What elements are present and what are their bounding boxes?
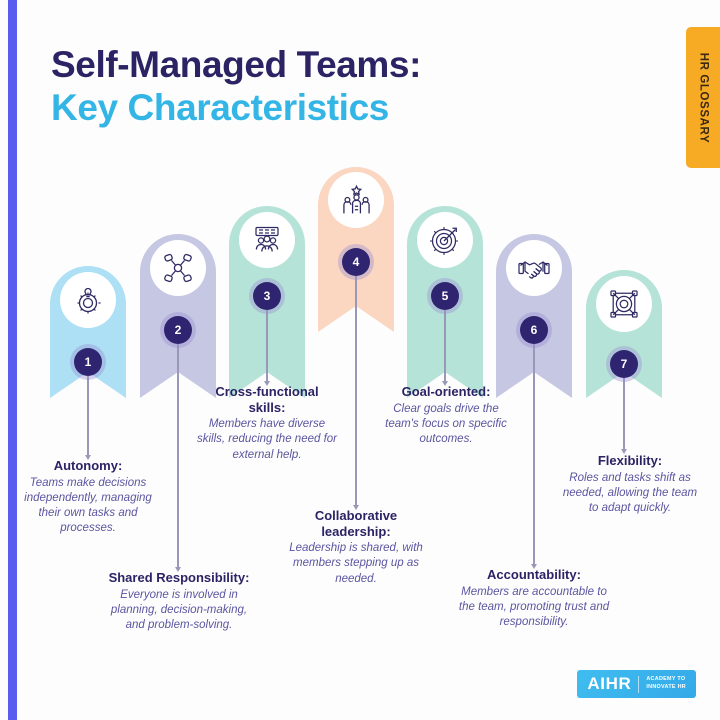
caption-1: Autonomy: Teams make decisions independe… xyxy=(20,458,156,536)
pin-connector-7 xyxy=(623,378,625,451)
pin-number-4[interactable]: 4 xyxy=(342,248,370,276)
handshake-icon xyxy=(506,240,562,296)
pin-connector-2 xyxy=(177,344,179,569)
shared-hands-network-icon xyxy=(150,240,206,296)
aihr-wordmark: AIHR xyxy=(587,674,632,693)
hr-glossary-label: HR GLOSSARY xyxy=(697,52,710,143)
title-line-1: Self-Managed Teams: xyxy=(51,44,422,85)
caption-body-2: Everyone is involved in planning, decisi… xyxy=(110,588,248,631)
pin-number-5[interactable]: 5 xyxy=(431,282,459,310)
logo-divider xyxy=(638,675,640,693)
caption-title-1: Autonomy: xyxy=(53,458,123,473)
pin-number-2[interactable]: 2 xyxy=(164,316,192,344)
caption-title-7: Flexibility: xyxy=(597,453,663,468)
caption-title-5: Goal-oriented: xyxy=(401,384,491,399)
caption-7: Flexibility: Roles and tasks shift as ne… xyxy=(558,453,702,516)
aihr-tagline-line-1: ACADEMY TO xyxy=(646,676,686,683)
caption-3: Cross-functional skills: Members have di… xyxy=(196,384,338,463)
caption-body-5: Clear goals drive the team's focus on sp… xyxy=(385,402,507,445)
left-accent-stripe xyxy=(8,0,17,720)
caption-body-4: Leadership is shared, with members stepp… xyxy=(289,542,423,585)
pin-number-7[interactable]: 7 xyxy=(610,350,638,378)
caption-2: Shared Responsibility: Everyone is invol… xyxy=(104,570,254,633)
aihr-tagline: ACADEMY TO INNOVATE HR xyxy=(646,676,686,692)
pin-number-6[interactable]: 6 xyxy=(520,316,548,344)
caption-title-2: Shared Responsibility: xyxy=(108,570,250,585)
caption-title-6: Accountability: xyxy=(487,567,581,582)
pin-connector-1 xyxy=(87,376,89,457)
target-goal-icon xyxy=(417,212,473,268)
caption-6: Accountability: Members are accountable … xyxy=(455,567,613,630)
pin-connector-6 xyxy=(533,344,535,566)
caption-5: Goal-oriented: Clear goals drive the tea… xyxy=(378,384,514,447)
flexibility-resize-icon xyxy=(596,276,652,332)
gear-lightbulb-icon xyxy=(60,272,116,328)
team-skills-icon xyxy=(239,212,295,268)
caption-title-3: Cross-functional skills: xyxy=(215,384,319,415)
caption-body-7: Roles and tasks shift as needed, allowin… xyxy=(562,471,698,514)
title-line-2: Key Characteristics xyxy=(51,87,389,129)
caption-4: Collaborative leadership: Leadership is … xyxy=(288,508,424,587)
pin-connector-4 xyxy=(355,276,357,507)
aihr-logo: AIHR ACADEMY TO INNOVATE HR xyxy=(577,670,696,698)
page-title: Self-Managed Teams: Key Characteristics xyxy=(51,44,421,129)
caption-title-4: Collaborative leadership: xyxy=(314,508,398,539)
caption-body-1: Teams make decisions independently, mana… xyxy=(24,476,152,535)
pin-number-1[interactable]: 1 xyxy=(74,348,102,376)
caption-body-3: Members have diverse skills, reducing th… xyxy=(197,418,337,461)
team-leadership-icon xyxy=(328,172,384,228)
pin-number-3[interactable]: 3 xyxy=(253,282,281,310)
pin-connector-3 xyxy=(266,310,268,383)
caption-body-6: Members are accountable to the team, pro… xyxy=(458,585,610,628)
pin-connector-5 xyxy=(444,310,446,383)
hr-glossary-badge: HR GLOSSARY xyxy=(686,27,720,168)
aihr-tagline-line-2: INNOVATE HR xyxy=(646,684,686,690)
